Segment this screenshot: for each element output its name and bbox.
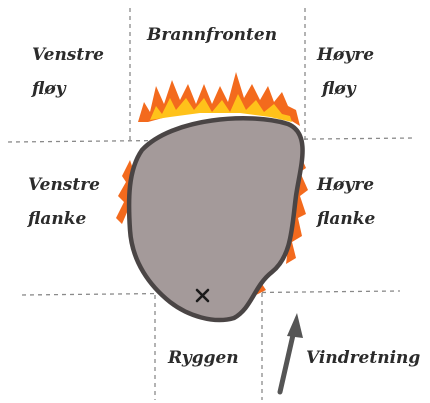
label-left-flank-line1: Venstre: [28, 175, 100, 195]
label-fire-front: Brannfronten: [146, 25, 277, 45]
label-rear: Ryggen: [167, 348, 239, 368]
label-right-wing-line1: Høyre: [316, 45, 374, 65]
label-wind-direction: Vindretning: [306, 348, 420, 368]
label-left-flank-line2: flanke: [27, 209, 87, 229]
label-right-wing-line2: fløy: [321, 79, 357, 99]
label-left-wing-line1: Venstre: [32, 45, 104, 65]
arrow-up-icon: [280, 313, 303, 392]
burned-area: [129, 118, 302, 320]
label-right-flank-line2: flanke: [316, 209, 376, 229]
label-right-flank-line1: Høyre: [316, 175, 374, 195]
label-left-wing-line2: fløy: [31, 79, 67, 99]
